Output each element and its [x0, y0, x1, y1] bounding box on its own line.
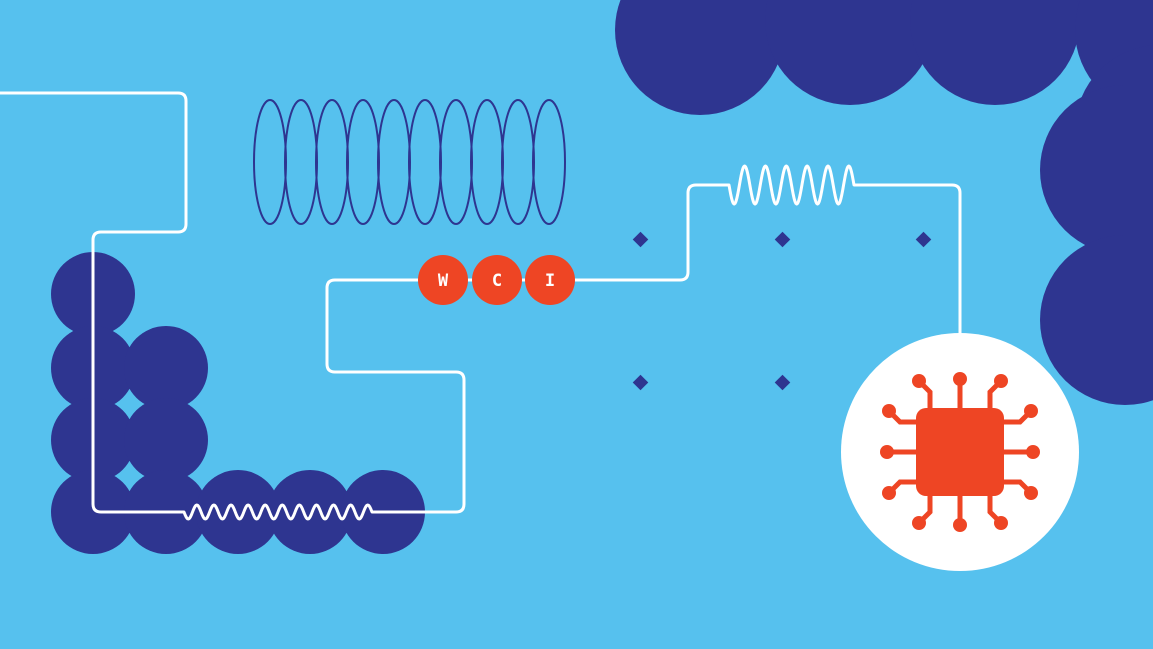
- badge-i-text: I: [545, 271, 555, 291]
- badge-c: C: [472, 255, 522, 305]
- microchip-icon: [880, 372, 1040, 532]
- navy-cloud: [615, 0, 1153, 405]
- wire-bottom-right: [325, 183, 727, 514]
- zigzag-resistor-icon: [723, 164, 862, 206]
- badge-w: W: [418, 255, 468, 305]
- wire-top-right: [858, 183, 962, 342]
- wci-badges: W C I: [418, 255, 575, 305]
- badge-i: I: [525, 255, 575, 305]
- zigzag-resistor-icon: [176, 503, 380, 521]
- wire-left: [0, 91, 188, 514]
- coil-spring-icon: [253, 99, 566, 225]
- badge-c-text: C: [492, 271, 502, 291]
- badge-w-text: W: [438, 271, 449, 291]
